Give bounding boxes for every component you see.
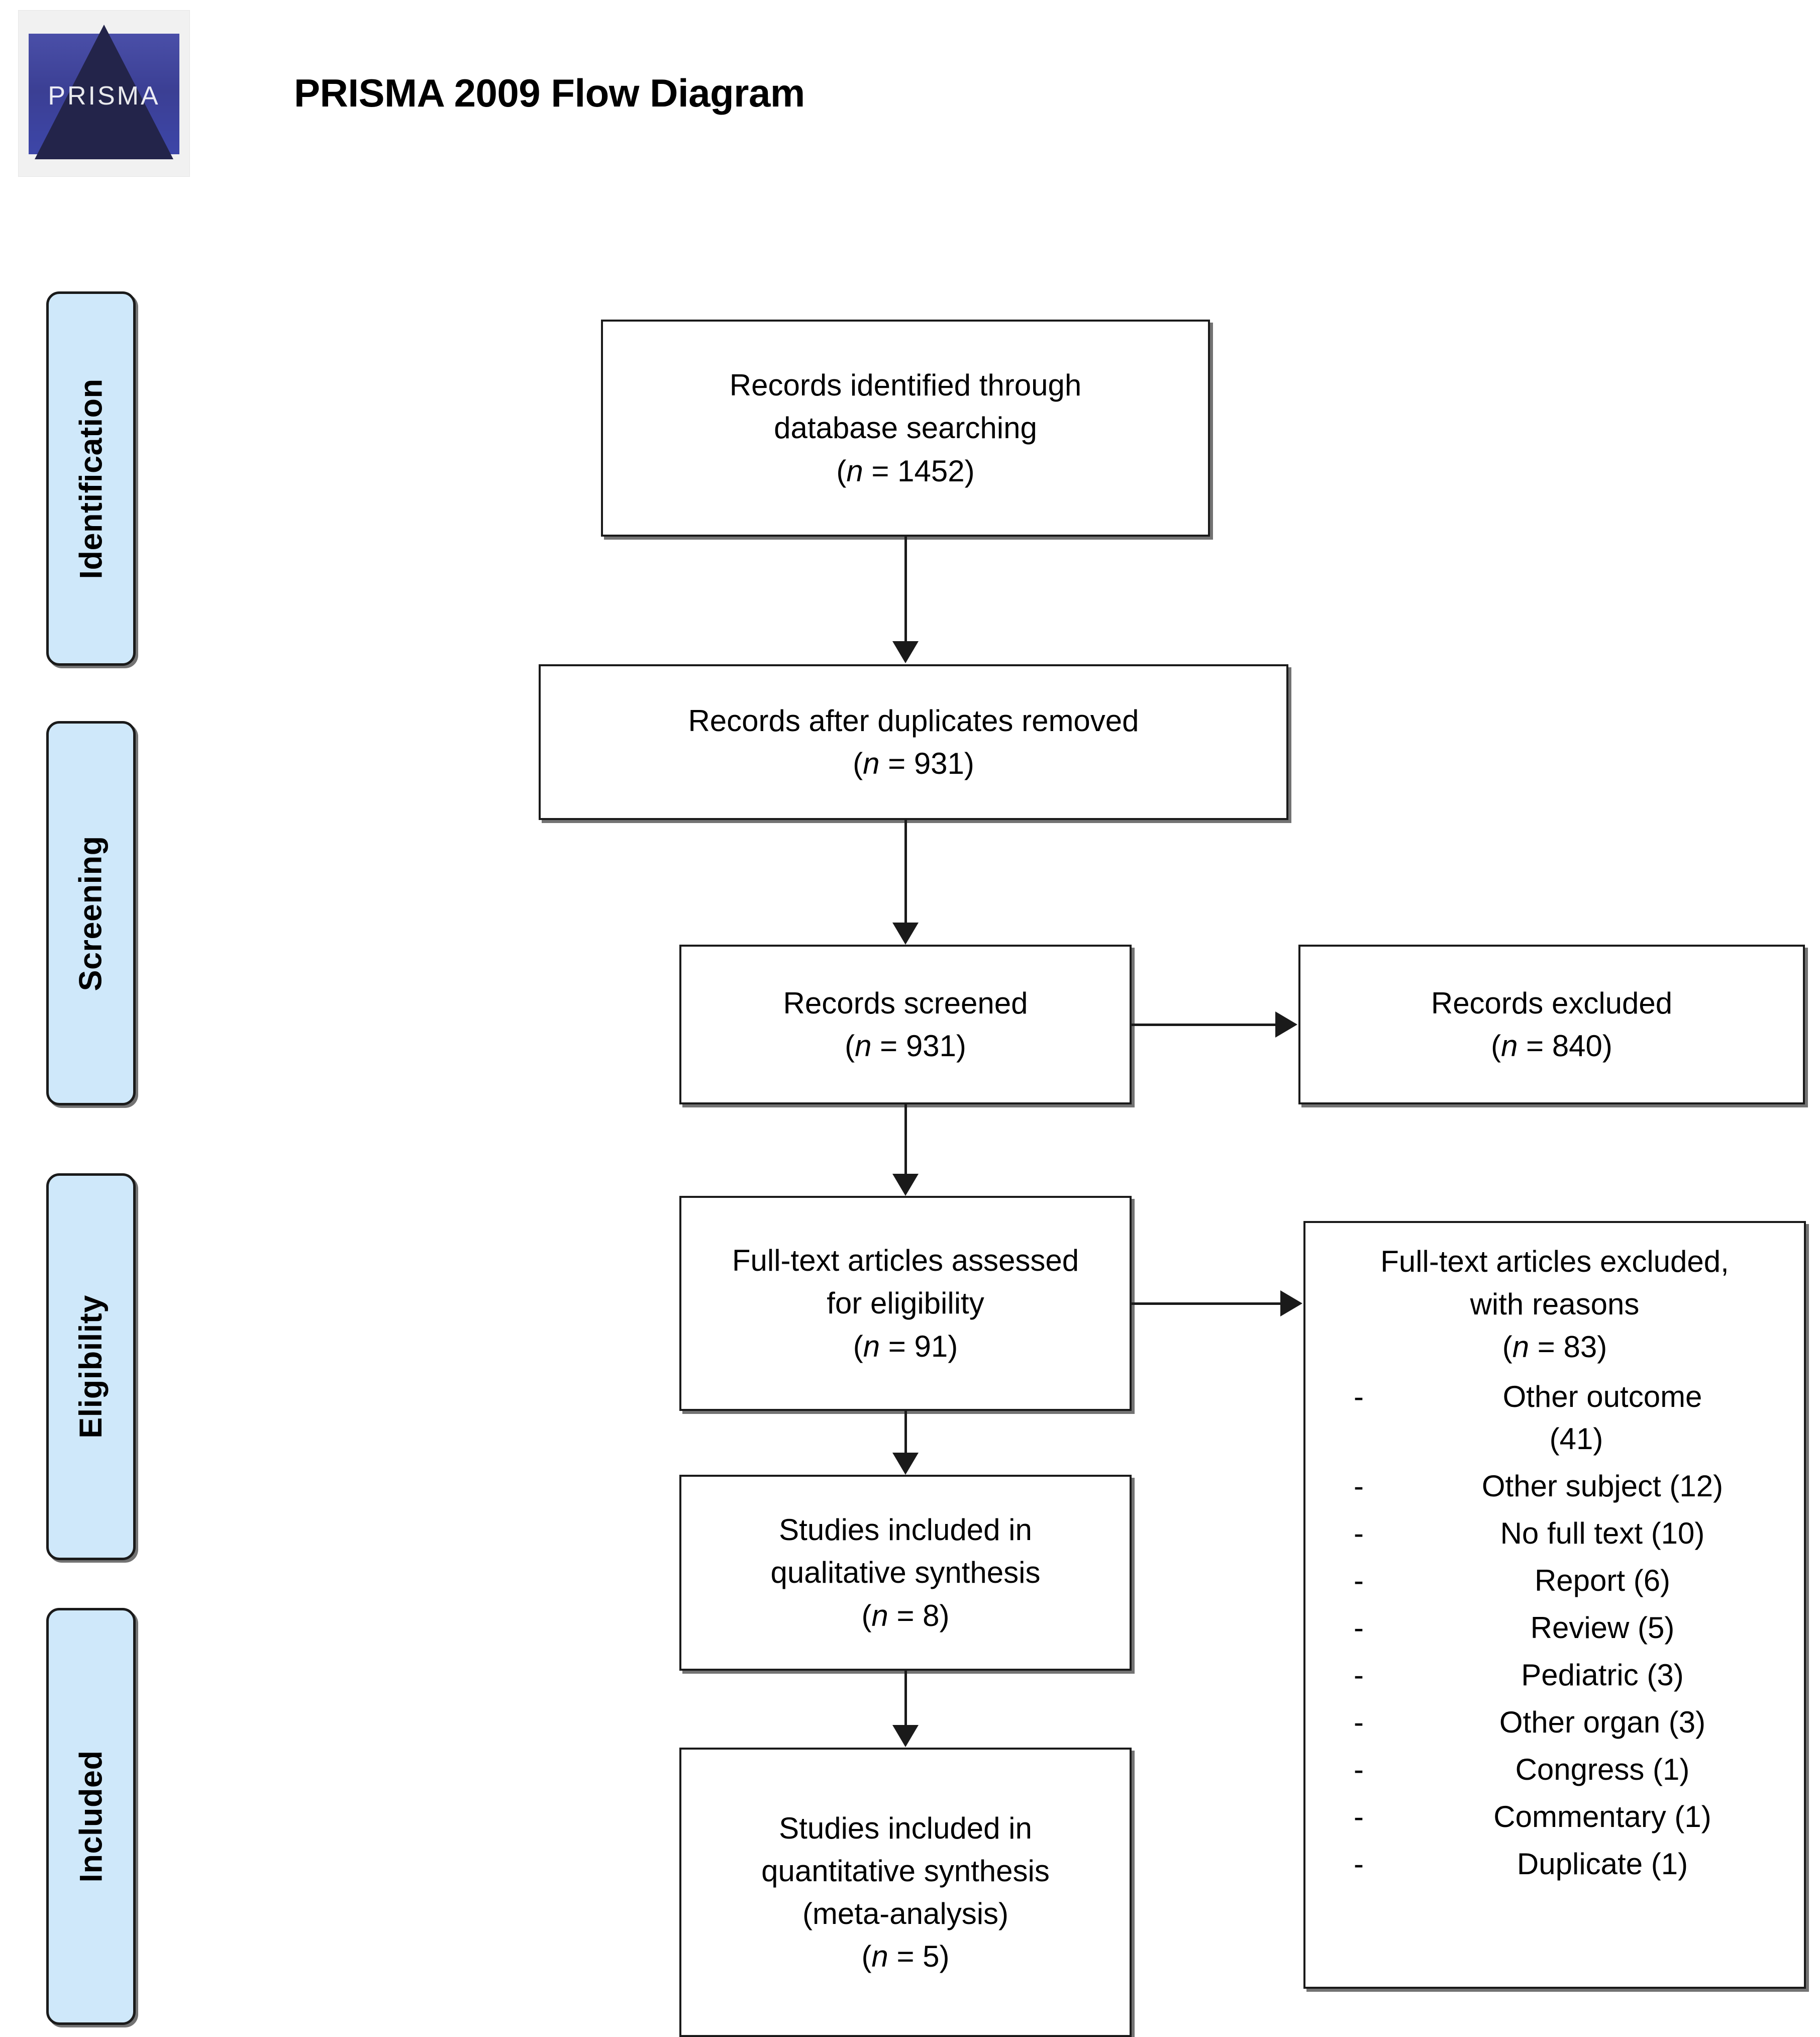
node-duplicates-line1: Records after duplicates removed <box>688 703 1139 738</box>
arrowhead-duplicates-to-screened <box>892 923 919 945</box>
node-qualitative-line1: Studies included in <box>779 1513 1032 1547</box>
page-title: PRISMA 2009 Flow Diagram <box>294 71 805 115</box>
bullet-dash-icon: - <box>1354 1610 1364 1645</box>
bullet-dash-icon: - <box>1354 1658 1364 1692</box>
exclusion-reason-item: - Duplicate (1) <box>1354 1843 1799 1885</box>
node-records-screened: Records screened (n = 931) <box>679 945 1132 1104</box>
logo-wordmark: PRISMA <box>48 81 160 111</box>
bullet-dash-icon: - <box>1354 1469 1364 1503</box>
exclusion-reason-label: Other subject (12) <box>1481 1469 1724 1503</box>
stage-label-identification: Identification <box>46 291 136 666</box>
node-records-excluded: Records excluded (n = 840) <box>1298 945 1805 1104</box>
bullet-dash-icon: - <box>1354 1705 1364 1739</box>
node-quantitative-line2: quantitative synthesis <box>761 1854 1050 1888</box>
node-screened-count: (n = 931) <box>845 1029 966 1063</box>
node-screened-line1: Records screened <box>783 986 1028 1020</box>
node-excluded-line1: Records excluded <box>1431 986 1673 1020</box>
node-reasons-count: (n = 83) <box>1502 1330 1607 1364</box>
exclusion-reason-label: Report (6) <box>1534 1563 1671 1597</box>
exclusion-reason-label: Pediatric (3) <box>1521 1658 1684 1692</box>
node-reasons-line1: Full-text articles excluded, <box>1380 1245 1729 1278</box>
connector-qualitative-to-quantitative <box>904 1671 907 1726</box>
exclusion-reason-item: - Other subject (12) <box>1354 1465 1799 1507</box>
exclusion-reason-item: - Other outcome (41) <box>1354 1376 1799 1460</box>
node-fulltext-line1: Full-text articles assessed <box>732 1244 1079 1278</box>
node-records-identified-line1: Records identified through <box>729 368 1082 402</box>
connector-fulltext-to-reasons <box>1132 1302 1281 1305</box>
node-records-identified: Records identified through database sear… <box>601 320 1210 537</box>
arrowhead-screened-to-fulltext <box>892 1174 919 1196</box>
connector-identified-to-duplicates <box>904 537 907 642</box>
node-fulltext-assessed: Full-text articles assessed for eligibil… <box>679 1196 1132 1411</box>
exclusion-reason-item: - Congress (1) <box>1354 1749 1799 1791</box>
arrowhead-identified-to-duplicates <box>892 641 919 663</box>
stage-label-included: Included <box>46 1608 136 2025</box>
node-records-identified-count: (n = 1452) <box>836 454 975 488</box>
stage-label-screening-text: Screening <box>73 835 109 991</box>
exclusion-reason-label: Other outcome <box>1502 1379 1702 1413</box>
exclusion-reason-label: Duplicate (1) <box>1516 1847 1688 1881</box>
bullet-dash-icon: - <box>1354 1516 1364 1550</box>
stage-label-screening: Screening <box>46 721 136 1105</box>
node-qualitative-line2: qualitative synthesis <box>770 1556 1041 1590</box>
node-quantitative-line1: Studies included in <box>779 1811 1032 1845</box>
connector-duplicates-to-screened <box>904 820 907 924</box>
exclusion-reason-label: Commentary (1) <box>1493 1799 1711 1834</box>
node-quantitative-count: (n = 5) <box>861 1940 950 1974</box>
exclusion-reason-item: - Other organ (3) <box>1354 1701 1799 1744</box>
node-quantitative-line3: (meta-analysis) <box>802 1897 1009 1930</box>
node-qualitative-count: (n = 8) <box>861 1598 950 1633</box>
exclusion-reasons-list: - Other outcome (41) - Other subject (12) - No… <box>1305 1376 1804 1885</box>
node-reasons-line2: with reasons <box>1470 1287 1640 1321</box>
bullet-dash-icon: - <box>1354 1847 1364 1881</box>
exclusion-reason-label: Review (5) <box>1530 1610 1675 1645</box>
node-excluded-count: (n = 840) <box>1491 1029 1612 1063</box>
bullet-dash-icon: - <box>1354 1799 1364 1834</box>
stage-label-identification-text: Identification <box>73 378 109 579</box>
node-duplicates-count: (n = 931) <box>853 747 974 780</box>
node-quantitative-synthesis: Studies included in quantitative synthes… <box>679 1748 1132 2037</box>
exclusion-reason-label: Congress (1) <box>1515 1752 1690 1786</box>
node-qualitative-synthesis: Studies included in qualitative synthesi… <box>679 1475 1132 1671</box>
exclusion-reason-item: - Pediatric (3) <box>1354 1654 1799 1696</box>
exclusion-reason-label: No full text (10) <box>1500 1516 1705 1550</box>
exclusion-reason-item: - No full text (10) <box>1354 1512 1799 1555</box>
exclusion-reason-label: Other organ (3) <box>1499 1705 1706 1739</box>
stage-label-eligibility: Eligibility <box>46 1173 136 1560</box>
arrowhead-qualitative-to-quantitative <box>892 1725 919 1747</box>
exclusion-reason-count: (41) <box>1549 1421 1603 1456</box>
node-records-identified-line2: database searching <box>774 411 1037 445</box>
stage-label-included-text: Included <box>73 1750 109 1883</box>
connector-fulltext-to-qualitative <box>904 1411 907 1454</box>
connector-screened-to-fulltext <box>904 1104 907 1175</box>
arrowhead-fulltext-to-qualitative <box>892 1453 919 1475</box>
bullet-dash-icon: - <box>1354 1563 1364 1597</box>
node-fulltext-excluded-with-reasons: Full-text articles excluded, with reason… <box>1303 1221 1806 1989</box>
logo-pyramid-icon <box>35 25 173 159</box>
arrowhead-fulltext-to-reasons <box>1280 1290 1302 1316</box>
bullet-dash-icon: - <box>1354 1752 1364 1786</box>
exclusion-reason-item: - Report (6) <box>1354 1560 1799 1602</box>
node-records-after-duplicates-removed: Records after duplicates removed (n = 93… <box>539 664 1288 820</box>
arrowhead-screened-to-excluded <box>1275 1011 1297 1038</box>
node-fulltext-line2: for eligibility <box>827 1286 984 1320</box>
node-fulltext-count: (n = 91) <box>853 1329 958 1363</box>
prisma-logo: PRISMA <box>18 10 190 177</box>
exclusion-reason-item: - Commentary (1) <box>1354 1796 1799 1838</box>
exclusion-reason-item: - Review (5) <box>1354 1607 1799 1649</box>
bullet-dash-icon: - <box>1354 1379 1364 1413</box>
connector-screened-to-excluded <box>1132 1024 1276 1026</box>
stage-label-eligibility-text: Eligibility <box>73 1295 109 1439</box>
